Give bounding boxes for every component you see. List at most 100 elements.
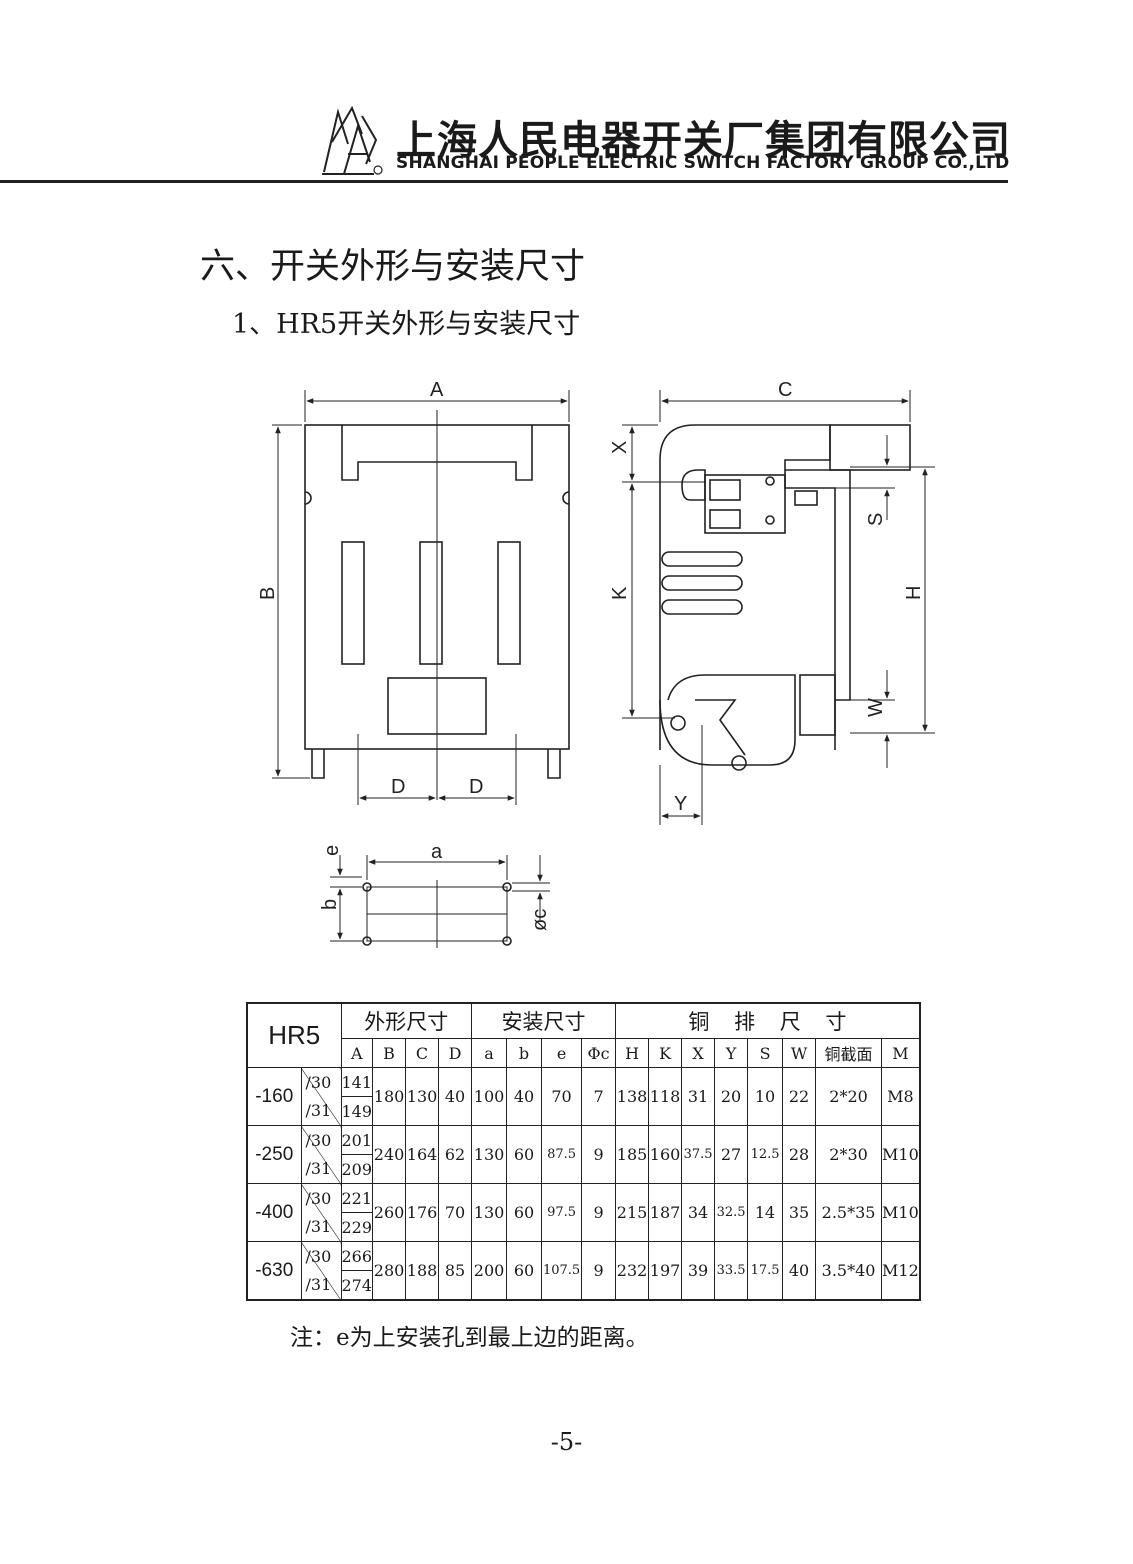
label-Y: Y [674, 793, 687, 815]
table-cell: 7 [581, 1067, 617, 1126]
table-cell: 40 [506, 1067, 543, 1126]
col-header: W [782, 1038, 817, 1068]
table-cell: 188 [405, 1241, 440, 1301]
col-header: C [405, 1038, 440, 1068]
table-cell: 85 [438, 1241, 473, 1301]
table-row: 274 [247, 1270, 920, 1301]
table-cell: 34 [681, 1183, 716, 1242]
table-cell: 37.5 [681, 1125, 716, 1184]
table-cell: 33.5 [714, 1241, 749, 1301]
col-header: B [372, 1038, 407, 1068]
table-cell: 2.5*35 [815, 1183, 883, 1242]
table-cell: 9 [581, 1183, 617, 1242]
label-B: B [257, 587, 279, 600]
table-cell: 107.5 [541, 1241, 583, 1301]
label-X: X [609, 441, 631, 454]
table-cell: 40 [438, 1067, 473, 1126]
label-D-left: D [391, 776, 405, 798]
table-cell: 35 [782, 1183, 817, 1242]
table-cell: M10 [881, 1125, 921, 1184]
dimension-drawing: A B D D C X K S H W Y a e b øc [257, 379, 935, 948]
variant-31: /31 [305, 1274, 332, 1294]
table-cell: 60 [506, 1183, 543, 1242]
label-A: A [430, 379, 444, 401]
table-cell: 180 [372, 1067, 407, 1126]
table-cell: 9 [581, 1241, 617, 1301]
table-cell: 14 [747, 1183, 784, 1242]
page-number: -5- [550, 1428, 583, 1456]
col-header: M [881, 1038, 921, 1068]
table-cell: 62 [438, 1125, 473, 1184]
table-cell: 232 [615, 1241, 650, 1301]
label-S: S [865, 513, 887, 526]
table-cell: 160 [648, 1125, 683, 1184]
col-header: Y [714, 1038, 749, 1068]
company-logo [322, 105, 383, 175]
table-cell: 138 [615, 1067, 650, 1126]
table-cell: 60 [506, 1125, 543, 1184]
col-header: K [648, 1038, 683, 1068]
variant-30: /30 [305, 1188, 332, 1208]
table-cell: 197 [648, 1241, 683, 1301]
table-cell: 97.5 [541, 1183, 583, 1242]
dim-A-cell: 229 [340, 1212, 374, 1242]
table-cell: 32.5 [714, 1183, 749, 1242]
dim-A-cell: 221 [340, 1183, 374, 1213]
model-header: HR5 [246, 1002, 342, 1068]
group-outline: 外形尺寸 [340, 1002, 473, 1039]
table-cell: M12 [881, 1241, 921, 1301]
table-cell: M8 [881, 1067, 921, 1126]
col-header: D [438, 1038, 473, 1068]
table-cell: 9 [581, 1125, 617, 1184]
table-cell: 280 [372, 1241, 407, 1301]
company-name-en: SHANGHAI PEOPLE ELECTRIC SWITCH FACTORY … [396, 153, 1010, 173]
header-rule [0, 180, 1008, 183]
table-cell: 240 [372, 1125, 407, 1184]
table-cell: 176 [405, 1183, 440, 1242]
table-cell: 118 [648, 1067, 683, 1126]
sub-title: 1、HR5开关外形与安装尺寸 [232, 309, 581, 340]
table-cell: 20 [714, 1067, 749, 1126]
table-cell: 27 [714, 1125, 749, 1184]
variant-cell: /30/31 [300, 1125, 342, 1184]
side-view [622, 390, 935, 825]
col-header: b [506, 1038, 543, 1068]
table-cell: 17.5 [747, 1241, 784, 1301]
col-header: a [471, 1038, 508, 1068]
variant-31: /31 [305, 1216, 332, 1236]
table-cell: 215 [615, 1183, 650, 1242]
variant-31: /31 [305, 1158, 332, 1178]
table-cell: 2*20 [815, 1067, 883, 1126]
section-title: 六、开关外形与安装尺寸 [200, 247, 586, 287]
table-cell: 70 [541, 1067, 583, 1126]
label-a: a [431, 841, 443, 863]
table-cell: 185 [615, 1125, 650, 1184]
variant-cell: /30/31 [300, 1067, 342, 1126]
table-cell: 130 [405, 1067, 440, 1126]
table-cell: 22 [782, 1067, 817, 1126]
model-cell: -400 [246, 1183, 302, 1242]
label-D-right: D [469, 776, 483, 798]
dim-A-cell: 201 [340, 1125, 374, 1155]
table-cell: 2*30 [815, 1125, 883, 1184]
label-W: W [865, 698, 887, 717]
table-cell: 31 [681, 1067, 716, 1126]
variant-30: /30 [305, 1130, 332, 1150]
table-cell: 130 [471, 1125, 508, 1184]
mounting-hole-view [330, 855, 550, 948]
col-header: Φc [581, 1038, 617, 1068]
table-cell: 3.5*40 [815, 1241, 883, 1301]
dim-A-cell: 209 [340, 1154, 374, 1184]
table-cell: 60 [506, 1241, 543, 1301]
dim-A-cell: 149 [340, 1096, 374, 1126]
dim-A-cell: 141 [340, 1067, 374, 1097]
table-cell: 200 [471, 1241, 508, 1301]
table-cell: 39 [681, 1241, 716, 1301]
col-header: 铜截面 [815, 1038, 883, 1068]
table-cell: 10 [747, 1067, 784, 1126]
col-header: X [681, 1038, 716, 1068]
label-C: C [778, 379, 792, 401]
